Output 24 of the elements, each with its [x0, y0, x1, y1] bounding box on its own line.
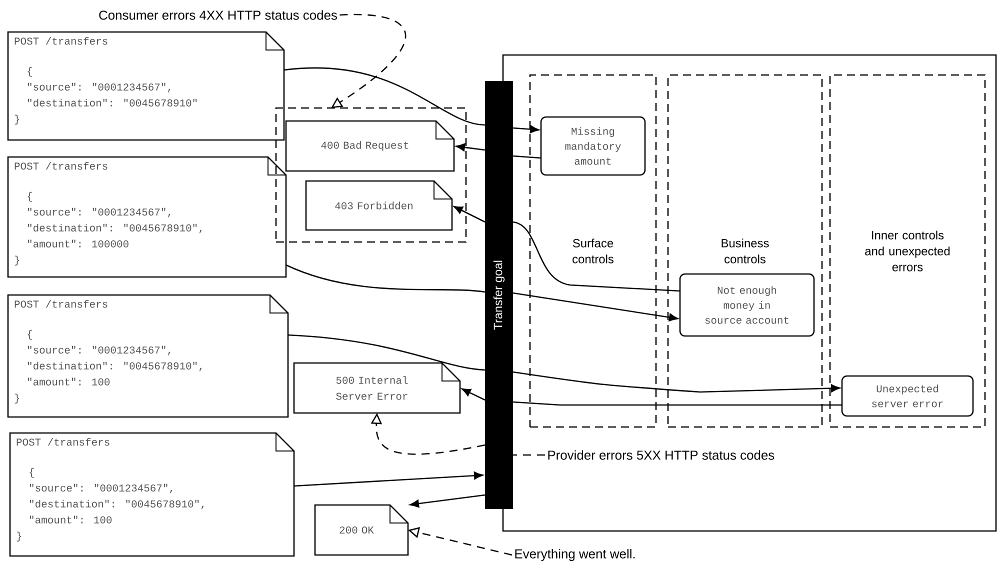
check-box: Missing mandatory amount [540, 116, 646, 176]
check-box: Unexpected server error [841, 375, 974, 417]
arrow [512, 371, 840, 393]
response-document: 200 OK [314, 504, 409, 556]
response-document: 403 Forbidden [305, 180, 453, 231]
goal-bar: Transfer goal [485, 81, 513, 509]
arrow [410, 494, 486, 508]
request-document: POST /transfers { "source": "0001234567", "destination": "0045678910" } [7, 31, 285, 141]
note-text: Provider errors 5XX HTTP status codes [548, 450, 774, 460]
check-box: Not enough money in source account [679, 273, 815, 337]
arrow [512, 125, 540, 134]
dashed-group-box [275, 107, 467, 243]
arrow [294, 472, 484, 487]
arrow [462, 388, 486, 401]
response-document: 500 Internal Server Error [293, 362, 461, 414]
note-text: Everything went well. [515, 548, 635, 562]
arrow [512, 292, 678, 322]
note-text: Consumer errors 4XX HTTP status codes [99, 10, 337, 20]
request-document: POST /transfers { "source": "0001234567", "destination": "0045678910", "amount": 100000 } [7, 156, 287, 278]
request-document: POST /transfers { "source": "0001234567", "destination": "0045678910", "amount": 100 } [9, 432, 295, 557]
response-document: 400 Bad Request [285, 120, 455, 172]
arrow [454, 206, 486, 223]
arrow [456, 143, 486, 152]
request-document: POST /transfers { "source": "0001234567", "destination": "0045678910", "amount": 100 } [7, 294, 289, 418]
